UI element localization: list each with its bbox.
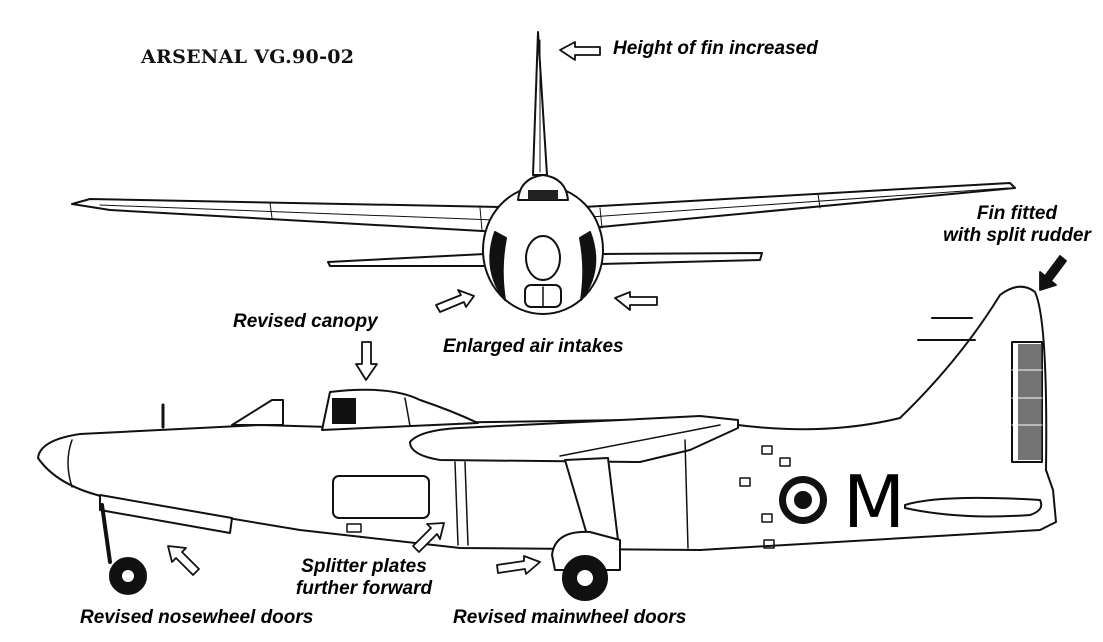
side-canopy <box>321 388 479 431</box>
side-wing <box>409 415 739 463</box>
annotation-arrows <box>167 41 1067 576</box>
annotation-splitter-line1: Splitter plates <box>301 556 427 577</box>
canopy-arrow <box>355 341 378 381</box>
splitter-arrow <box>412 522 445 553</box>
fin-height-arrow <box>559 41 601 61</box>
annotation-split-rudder-line2: with split rudder <box>943 225 1091 246</box>
annotation-mainwheel: Revised mainwheel doors <box>453 607 687 628</box>
rudder-arrow <box>1039 255 1067 291</box>
annotation-fin-height: Height of fin increased <box>613 38 818 59</box>
side-intake-fairing <box>332 475 430 519</box>
annotation-canopy: Revised canopy <box>233 311 378 332</box>
annotation-split-rudder: Fin fitted with split rudder <box>932 203 1102 247</box>
diagram-title: ARSENAL VG.90-02 <box>141 46 355 68</box>
front-right-intake <box>579 231 597 301</box>
front-right-tailplane <box>599 252 763 265</box>
intake-left-arrow <box>435 289 475 313</box>
annotation-split-rudder-line1: Fin fitted <box>976 203 1058 224</box>
nosewheel-arrow <box>167 545 200 576</box>
aircraft-code-letter: M <box>843 460 906 544</box>
front-left-wing <box>71 198 501 233</box>
annotation-nosewheel: Revised nosewheel doors <box>80 607 314 628</box>
side-view <box>37 285 1057 601</box>
side-windscreen <box>231 399 284 426</box>
annotation-splitter: Splitter plates further forward <box>278 556 450 600</box>
front-view <box>71 31 1016 315</box>
front-left-tailplane <box>327 253 488 267</box>
intake-right-arrow <box>614 291 658 311</box>
front-left-intake <box>489 231 507 301</box>
annotation-splitter-line2: further forward <box>295 578 433 599</box>
annotation-intakes: Enlarged air intakes <box>443 336 624 357</box>
side-tailplane <box>904 496 1043 518</box>
side-mainwheel-fairing <box>551 530 621 571</box>
mainwheel-arrow <box>496 555 541 575</box>
